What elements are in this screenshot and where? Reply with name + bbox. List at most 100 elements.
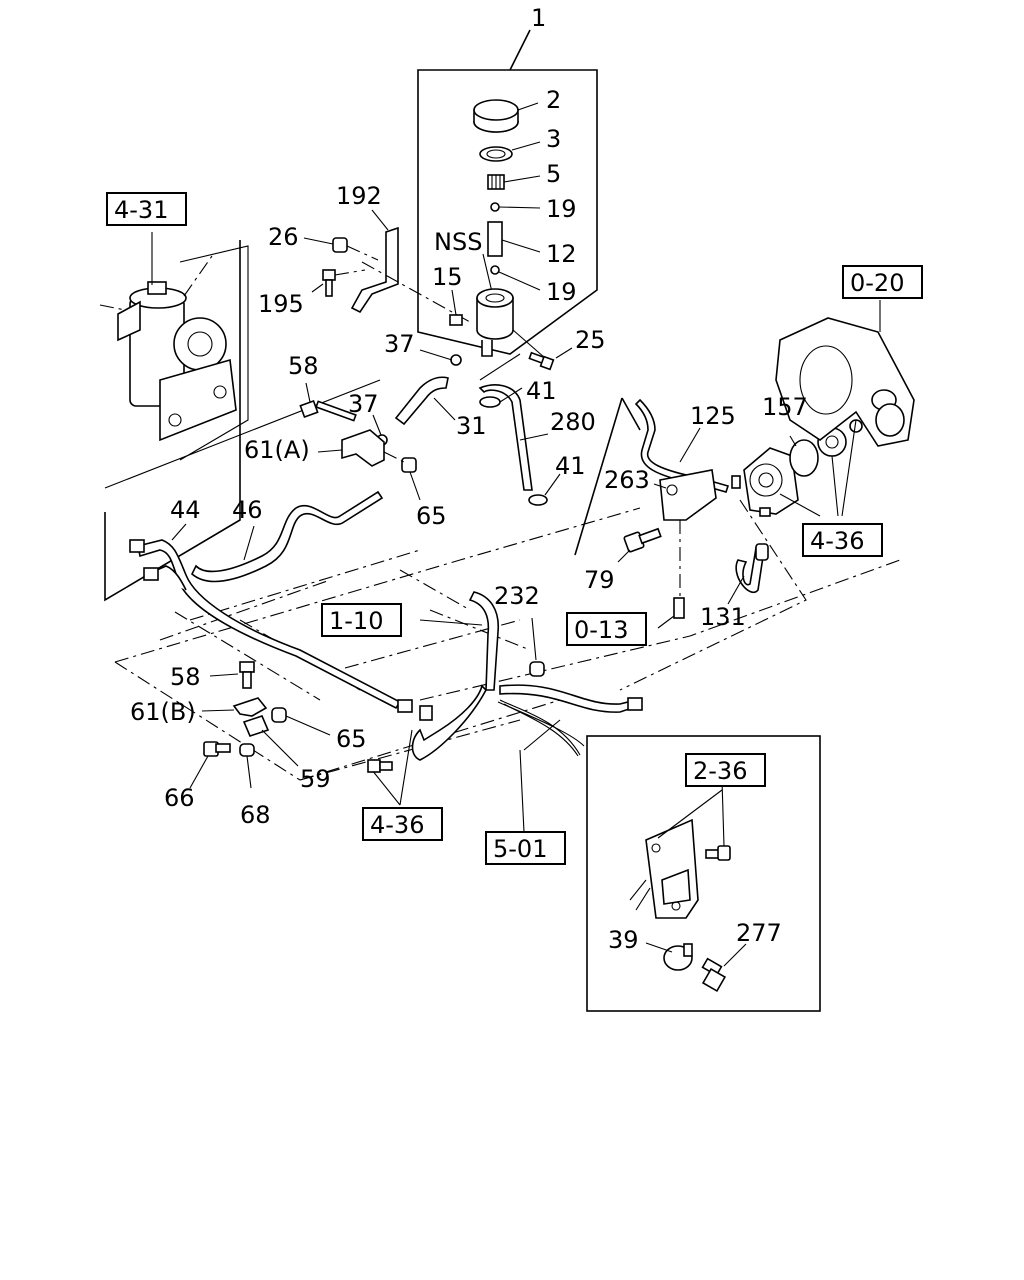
callout-41-lower: 41 bbox=[555, 452, 586, 480]
reservoir-cap bbox=[473, 99, 539, 133]
nut-68 bbox=[239, 743, 255, 789]
return-pipe-46 bbox=[191, 490, 384, 583]
callout-66: 66 bbox=[164, 784, 195, 812]
timing-cover bbox=[775, 300, 915, 447]
pressure-pipe-125 bbox=[574, 397, 730, 556]
callout-37-lower: 37 bbox=[348, 390, 379, 418]
bolt-0-13 bbox=[657, 597, 685, 629]
callout-3: 3 bbox=[546, 125, 561, 153]
suction-hose-280 bbox=[478, 384, 549, 491]
ref-box-0-20 bbox=[842, 265, 923, 299]
callout-5: 5 bbox=[546, 160, 561, 188]
reservoir-gasket bbox=[479, 141, 541, 162]
nut-232 bbox=[529, 617, 545, 677]
ref-box-5-01 bbox=[485, 831, 566, 865]
bolt-66 bbox=[189, 741, 231, 789]
ref-4-36-lower: 4-36 bbox=[370, 811, 424, 839]
bracket-61a bbox=[317, 429, 385, 467]
callout-44: 44 bbox=[170, 496, 201, 524]
o-ring-upper bbox=[490, 202, 541, 212]
callout-1: 1 bbox=[531, 4, 546, 32]
callout-12: 12 bbox=[546, 240, 577, 268]
callout-37-upper: 37 bbox=[384, 330, 415, 358]
ref-5-01: 5-01 bbox=[493, 835, 547, 863]
callout-61a: 61(A) bbox=[244, 436, 310, 464]
callout-277: 277 bbox=[736, 919, 782, 947]
ref-4-31: 4-31 bbox=[114, 196, 168, 224]
callout-2: 2 bbox=[546, 86, 561, 114]
callout-65-lower: 65 bbox=[336, 725, 367, 753]
callout-58-upper: 58 bbox=[288, 352, 319, 380]
steering-gear-box bbox=[99, 232, 381, 602]
callout-31: 31 bbox=[456, 412, 487, 440]
callout-58-lower: 58 bbox=[170, 663, 201, 691]
callout-39: 39 bbox=[608, 926, 639, 954]
callout-61b: 61(B) bbox=[130, 698, 196, 726]
callout-65-upper: 65 bbox=[416, 502, 447, 530]
callout-19-lower: 19 bbox=[546, 278, 577, 306]
callout-192: 192 bbox=[336, 182, 382, 210]
callout-131: 131 bbox=[700, 603, 746, 631]
ref-box-4-36-right bbox=[802, 523, 883, 557]
callout-263: 263 bbox=[604, 466, 650, 494]
chassis-frame-outline bbox=[114, 507, 901, 781]
bolt-58-upper bbox=[299, 382, 357, 422]
callout-59: 59 bbox=[300, 765, 331, 793]
callout-26: 26 bbox=[268, 223, 299, 251]
hose-131 bbox=[727, 543, 769, 605]
callout-157: 157 bbox=[762, 393, 808, 421]
callout-79: 79 bbox=[584, 566, 615, 594]
callout-labels: 1 2 3 5 19 NSS 12 19 192 26 195 15 25 37… bbox=[130, 4, 808, 954]
nut-65-lower bbox=[271, 707, 331, 736]
reservoir-filter bbox=[487, 174, 541, 190]
bolt-25 bbox=[528, 347, 573, 371]
hose-clamp-41b bbox=[528, 473, 561, 506]
ref-0-20: 0-20 bbox=[850, 269, 904, 297]
reference-boxes: 4-31 0-20 4-36 1-10 0-13 4-36 5-01 2-36 bbox=[106, 192, 923, 865]
clip-59 bbox=[242, 715, 299, 767]
callout-15: 15 bbox=[432, 263, 463, 291]
nut-65-upper bbox=[383, 451, 421, 501]
inset-bracket-box bbox=[586, 735, 821, 1012]
ref-box-4-31 bbox=[106, 192, 187, 226]
o-ring-lower bbox=[490, 265, 541, 291]
bolt-79 bbox=[617, 527, 662, 563]
callout-125: 125 bbox=[690, 402, 736, 430]
callout-195: 195 bbox=[258, 290, 304, 318]
ref-box-1-10 bbox=[321, 603, 402, 637]
bolt-195 bbox=[311, 269, 366, 297]
hose-clamp-37a bbox=[419, 349, 462, 366]
ref-4-36-right: 4-36 bbox=[810, 527, 864, 555]
ref-leaders bbox=[371, 419, 857, 833]
filter-tube bbox=[482, 221, 541, 293]
ref-2-36: 2-36 bbox=[693, 757, 747, 785]
ref-0-13: 0-13 bbox=[574, 616, 628, 644]
ref-box-4-36-lower bbox=[362, 807, 443, 841]
hose-clamp-41a bbox=[479, 387, 523, 408]
ref-box-2-36 bbox=[685, 753, 766, 787]
bracket-263 bbox=[653, 469, 717, 600]
callout-25: 25 bbox=[575, 326, 606, 354]
bolt-lower-4-36 bbox=[367, 759, 393, 773]
reservoir-kit-box bbox=[417, 29, 598, 355]
bolt-58-lower bbox=[209, 661, 255, 689]
reservoir-bracket bbox=[350, 209, 471, 326]
callout-280: 280 bbox=[550, 408, 596, 436]
callout-68: 68 bbox=[240, 801, 271, 829]
callout-41-upper: 41 bbox=[526, 377, 557, 405]
callout-nss: NSS bbox=[434, 228, 482, 256]
callout-46: 46 bbox=[232, 496, 263, 524]
nut-26 bbox=[303, 237, 379, 261]
bracket-61b bbox=[201, 697, 268, 717]
o-ring-157 bbox=[789, 435, 819, 477]
ref-1-10: 1-10 bbox=[329, 607, 383, 635]
reservoir-body bbox=[476, 288, 546, 359]
pressure-pipe-44 bbox=[129, 523, 413, 713]
ref-box-0-13 bbox=[566, 612, 647, 646]
lower-hose-assembly bbox=[411, 591, 643, 761]
return-hose-31 bbox=[394, 376, 456, 426]
callout-19-upper: 19 bbox=[546, 195, 577, 223]
power-steering-pump bbox=[619, 447, 807, 691]
